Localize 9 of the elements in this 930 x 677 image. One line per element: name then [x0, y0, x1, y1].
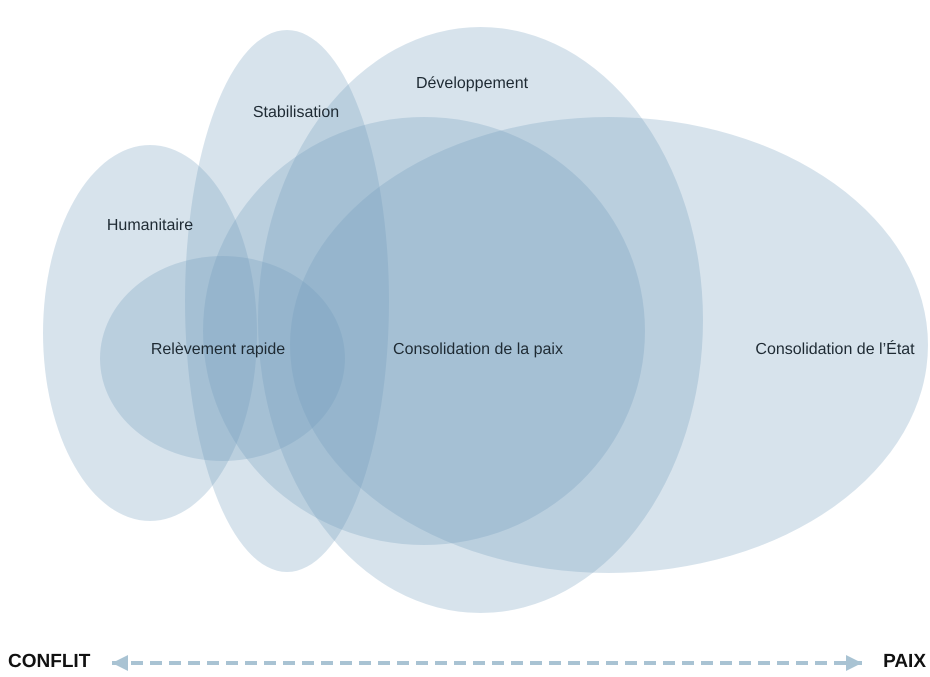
ellipse-label: Développement	[416, 74, 528, 94]
ellipse-label: Consolidation de l’État	[755, 340, 915, 360]
ellipse-label: Stabilisation	[252, 103, 340, 123]
axis-end-label: PAIX	[883, 652, 926, 672]
ellipse-label: Humanitaire	[106, 216, 194, 236]
ellipse-label: Consolidation de la paix	[393, 340, 563, 360]
double-arrow	[112, 655, 862, 671]
ellipse-label: Relèvement rapide	[150, 340, 286, 360]
axis-end-label: CONFLIT	[8, 652, 90, 672]
